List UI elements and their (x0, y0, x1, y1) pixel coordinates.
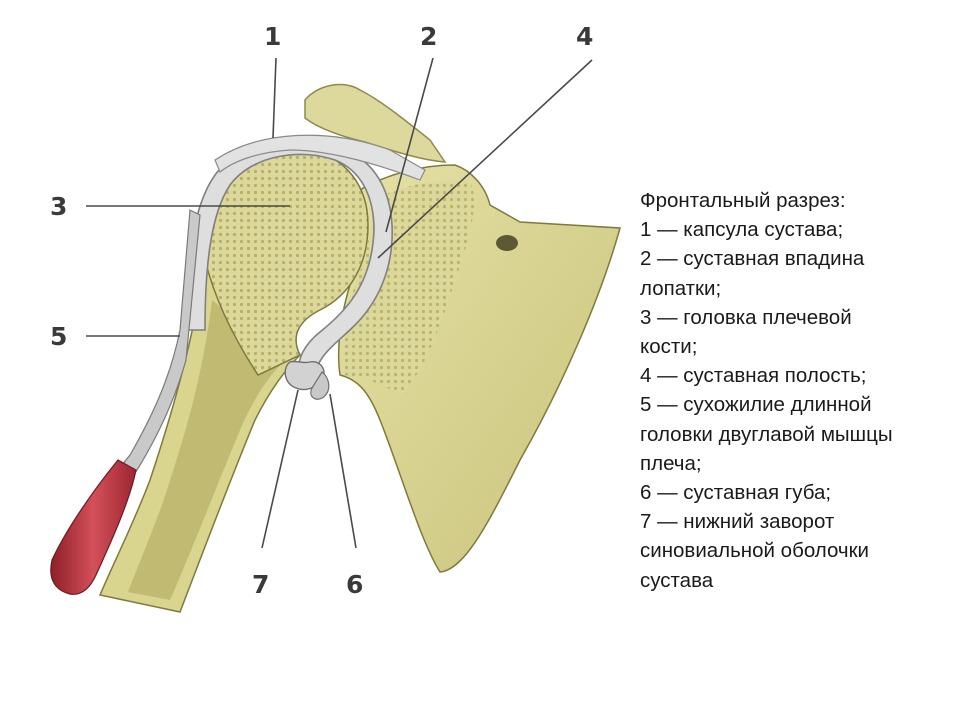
capsule-top (214, 134, 426, 181)
label-1: 1 (264, 22, 282, 51)
caption-line: 7 — нижний заворот (640, 510, 835, 534)
caption-line: лопатки; (640, 276, 722, 300)
caption-line: 2 — суставная впадина (640, 247, 865, 271)
label-6: 6 (346, 570, 364, 599)
leader-line-6 (329, 393, 357, 549)
caption-line: синовиальной оболочки (640, 539, 870, 563)
caption-line: 5 — сухожилие длинной (640, 393, 872, 417)
caption-line: 4 — суставная полость; (640, 364, 867, 388)
caption-line: плеча; (640, 451, 702, 475)
label-2: 2 (420, 22, 438, 51)
biceps-muscle (50, 459, 137, 595)
leader-line-7 (261, 389, 299, 549)
caption-line: 1 — капсула сустава; (640, 218, 844, 242)
label-3: 3 (50, 192, 68, 221)
caption-line: сустава (640, 568, 714, 592)
leader-line-4 (377, 59, 593, 259)
caption-line: кости; (640, 335, 698, 359)
caption-line: 6 — суставная губа; (640, 481, 832, 505)
caption-line: 3 — головка плечевой (640, 305, 852, 329)
caption-line: головки двуглавой мышцы (640, 422, 893, 446)
label-5: 5 (50, 322, 68, 351)
glenoid-labrum (310, 371, 330, 400)
shoulder-joint-drawing (50, 57, 621, 613)
legend-caption: Фронтальный разрез: 1 — капсула сустава;… (640, 186, 950, 595)
label-4: 4 (576, 22, 594, 51)
leader-lines (86, 57, 593, 549)
humerus-marrow (128, 300, 285, 600)
scapula-foramen (496, 235, 518, 251)
label-7: 7 (252, 570, 270, 599)
leader-line-2 (385, 57, 434, 233)
shoulder-joint-illustration: 1 2 4 3 5 7 6 (50, 22, 621, 613)
leader-line-1 (272, 57, 277, 139)
caption-line: Фронтальный разрез: (640, 189, 846, 212)
